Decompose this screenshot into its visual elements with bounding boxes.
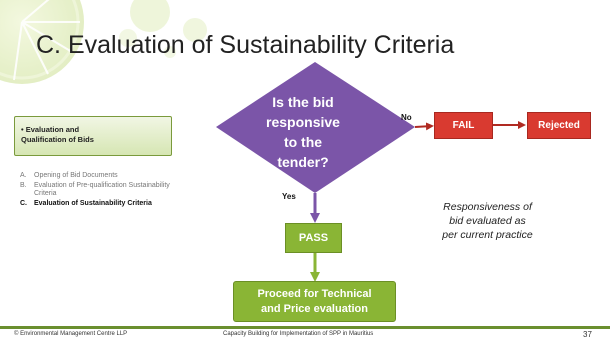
sidebar-heading: • Evaluation and Qualification of Bids <box>21 125 94 144</box>
sidebar-item-label: Evaluation of Sustainability Criteria <box>34 200 152 207</box>
question-line: Is the bid <box>272 94 334 110</box>
footer-copyright: © Environmental Management Centre LLP <box>14 331 128 337</box>
sidebar-item-label: Opening of Bid Documents <box>34 172 118 179</box>
sidebar-item-letter: A. <box>20 172 27 179</box>
decision-question: Is the bid responsive to the tender? <box>228 92 378 172</box>
sidebar-item-label: Evaluation of Pre-qualification Sustaina… <box>34 182 170 197</box>
proceed-box: Proceed for Technical and Price evaluati… <box>233 281 396 322</box>
fail-box: FAIL <box>434 112 493 139</box>
no-label: No <box>401 113 412 122</box>
sidebar-item-prequalification: B. Evaluation of Pre-qualification Susta… <box>20 182 170 198</box>
sidebar-item-opening: A. Opening of Bid Documents <box>20 172 170 180</box>
yes-label: Yes <box>282 192 296 201</box>
sidebar-item-letter: B. <box>20 182 27 189</box>
question-line: tender? <box>277 154 329 170</box>
slide-title: C. Evaluation of Sustainability Criteria <box>36 31 455 59</box>
responsiveness-note: Responsiveness of bid evaluated as per c… <box>442 201 533 241</box>
sidebar-item-sustainability: C. Evaluation of Sustainability Criteria <box>20 200 170 208</box>
decision-diamond <box>216 62 415 193</box>
rejected-box: Rejected <box>527 112 591 139</box>
footer-divider <box>0 326 610 329</box>
page-number: 37 <box>583 330 592 339</box>
no-arrow <box>414 122 434 131</box>
sidebar-list: A. Opening of Bid Documents B. Evaluatio… <box>20 172 170 210</box>
sidebar-item-letter: C. <box>20 200 27 207</box>
footer-course-title: Capacity Building for Implementation of … <box>223 331 374 337</box>
sidebar-section-box: • Evaluation and Qualification of Bids <box>14 116 172 156</box>
question-line: responsive <box>266 114 340 130</box>
question-line: to the <box>283 134 323 150</box>
pass-box: PASS <box>285 223 342 253</box>
